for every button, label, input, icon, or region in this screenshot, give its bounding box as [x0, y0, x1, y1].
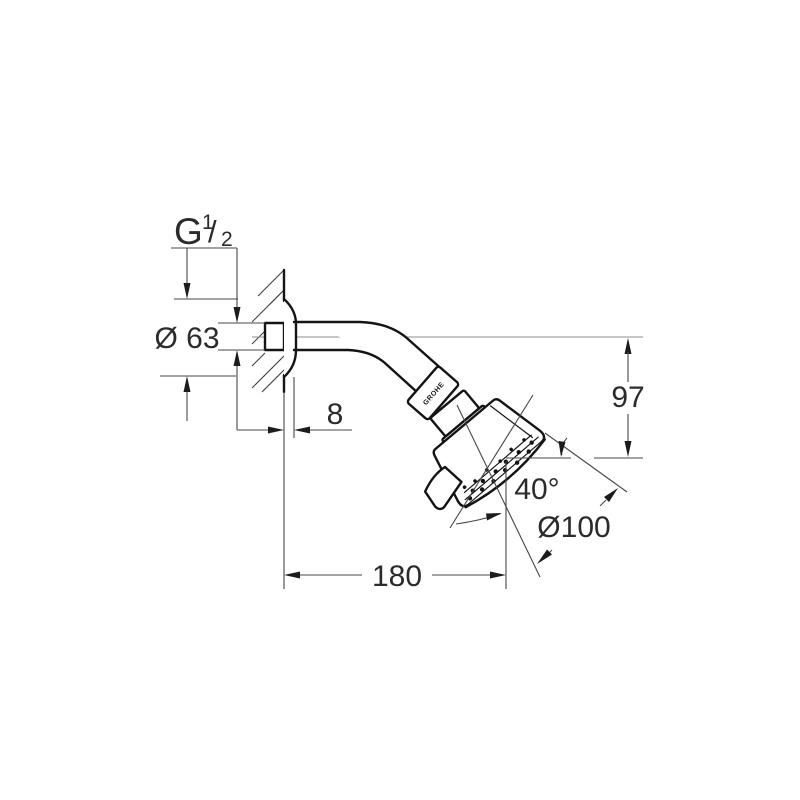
thread-size-G: G — [174, 211, 203, 252]
drop-height-label: 97 — [611, 381, 644, 414]
dim-head-diameter: Ø100 — [537, 488, 618, 564]
head-diameter-label: Ø100 — [537, 511, 610, 544]
shower-arm — [292, 320, 447, 395]
arm-nut — [406, 365, 460, 421]
diverter-lever — [423, 465, 463, 511]
thread-size-denominator: 2 — [221, 228, 233, 251]
spray-face-line-outer — [464, 436, 539, 501]
dim-arm-projection: 180 — [283, 392, 507, 593]
construction-lines — [449, 394, 628, 578]
dim-drop-height: 97 — [506, 338, 645, 459]
thread-size-slash: / — [208, 214, 217, 249]
flange — [282, 297, 298, 379]
flange-diameter-label: Ø 63 — [154, 322, 219, 355]
arm-projection-label: 180 — [372, 560, 422, 593]
shower-head — [423, 389, 546, 511]
dim-thread-size: G 1 / 2 — [171, 211, 265, 430]
dim-spray-angle: 40° — [514, 473, 559, 506]
spray-face-line-inner — [463, 434, 533, 494]
wall-hatching — [251, 269, 285, 393]
thread-size-numerator: 1 — [202, 211, 214, 234]
flange-offset-label: 8 — [327, 398, 344, 431]
thread-nipple — [263, 321, 286, 352]
dim-flange-diameter: Ø 63 — [154, 298, 238, 421]
dim-flange-offset: 8 — [237, 377, 352, 438]
head-body-seam — [489, 405, 534, 439]
